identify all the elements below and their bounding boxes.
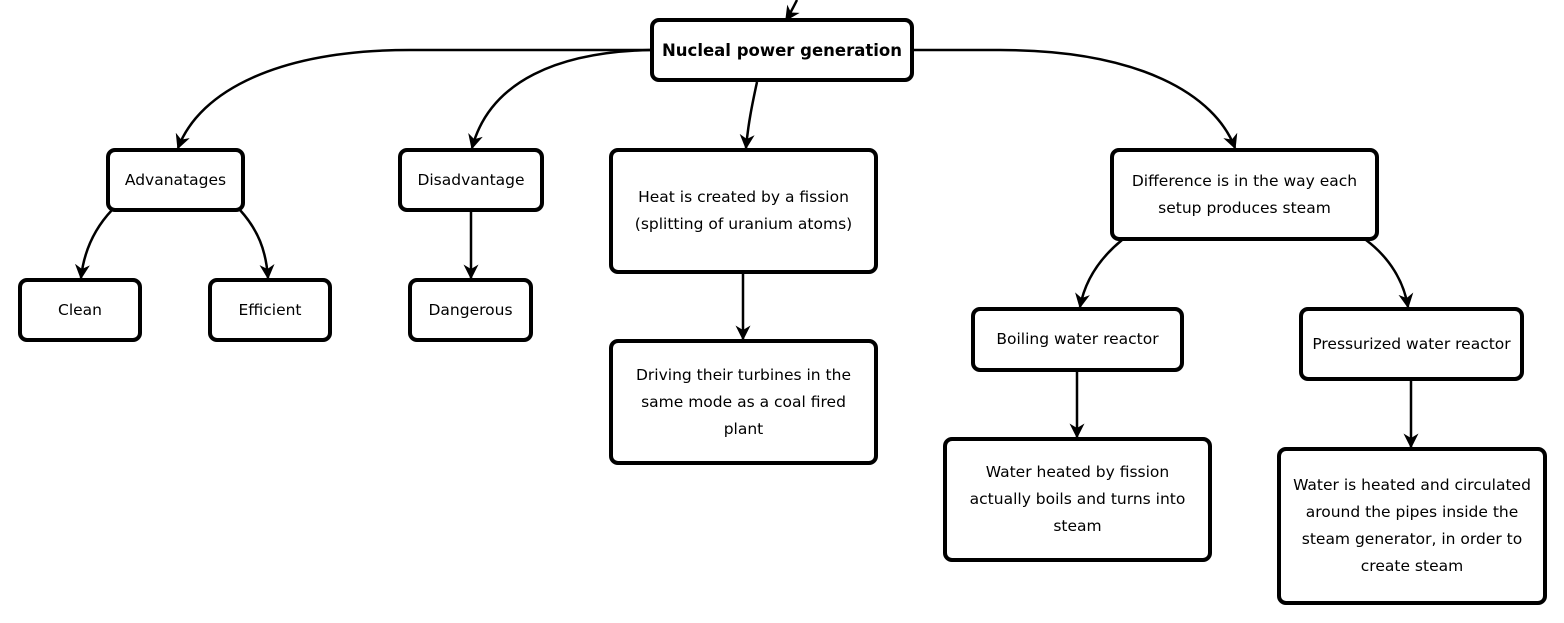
node-pwr-detail-label: Water is heated and circulated around th… — [1293, 476, 1531, 575]
node-efficient-label: Efficient — [238, 300, 302, 319]
node-clean[interactable]: Clean — [18, 278, 142, 342]
edge-advantages-clean — [74, 209, 113, 280]
edge-incoming-root — [784, 0, 800, 22]
node-turbines-label: Driving their turbines in the same mode … — [635, 365, 851, 438]
edge-root-advantages — [175, 48, 650, 150]
node-difference-label: Difference is in the way each setup prod… — [1131, 171, 1358, 217]
node-advantages[interactable]: Advanatages — [106, 148, 245, 212]
node-pwr-label: Pressurized water reactor — [1312, 334, 1511, 353]
node-bwr-detail[interactable]: Water heated by fission actually boils a… — [943, 437, 1212, 562]
node-root[interactable]: Nucleal power generation — [650, 18, 914, 82]
node-heat-label: Heat is created by a fission (splitting … — [634, 188, 853, 233]
node-efficient[interactable]: Efficient — [208, 278, 332, 342]
edge-advantages-efficient — [239, 209, 275, 280]
node-advantages-label: Advanatages — [124, 170, 227, 189]
edge-difference-pwr — [1365, 239, 1414, 309]
node-difference[interactable]: Difference is in the way each setup prod… — [1110, 148, 1379, 241]
edge-difference-bwr — [1075, 239, 1123, 309]
node-root-label: Nucleal power generation — [661, 40, 902, 60]
node-dangerous[interactable]: Dangerous — [408, 278, 533, 342]
node-bwr-label: Boiling water reactor — [996, 330, 1159, 348]
node-pwr[interactable]: Pressurized water reactor — [1299, 307, 1524, 381]
node-dangerous-label: Dangerous — [428, 300, 513, 319]
node-disadvantage[interactable]: Disadvantage — [398, 148, 544, 212]
node-disadvantage-label: Disadvantage — [417, 170, 525, 189]
edge-root-difference — [914, 48, 1238, 150]
node-pwr-detail[interactable]: Water is heated and circulated around th… — [1277, 447, 1547, 605]
node-clean-label: Clean — [58, 300, 102, 319]
node-bwr[interactable]: Boiling water reactor — [971, 307, 1184, 372]
edge-root-disadvantage — [468, 48, 651, 150]
edge-root-heat — [739, 81, 759, 150]
node-bwr-detail-label: Water heated by fission actually boils a… — [969, 463, 1186, 535]
node-heat[interactable]: Heat is created by a fission (splitting … — [609, 148, 878, 274]
node-turbines[interactable]: Driving their turbines in the same mode … — [609, 339, 878, 465]
